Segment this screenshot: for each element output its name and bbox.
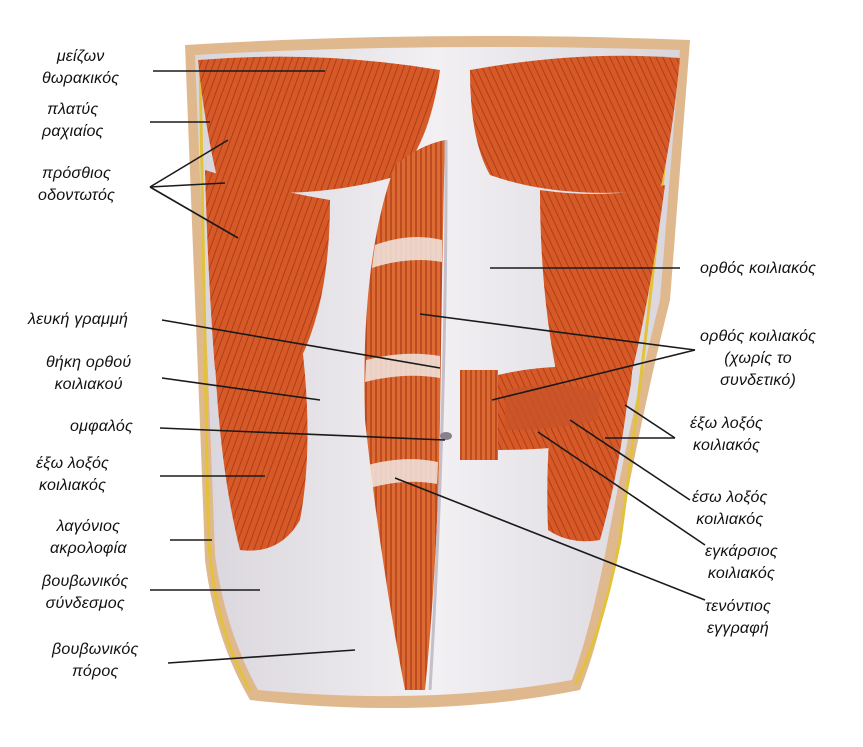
label-rectus-abdominis: ορθός κοιλιακός bbox=[700, 260, 817, 277]
label-pectoralis-major: μείζων θωρακικός bbox=[42, 48, 120, 87]
label-iliac-crest: λαγόνιος ακρολοφία bbox=[50, 518, 127, 557]
label-tendinous-intersection: τενόντιος εγγραφή bbox=[705, 598, 771, 637]
label-transversus-abdominis: εγκάρσιος κοιλιακός bbox=[705, 543, 778, 582]
pectoralis-left-shape bbox=[198, 56, 440, 193]
rectus-window bbox=[460, 370, 498, 460]
label-rectus-sheath: θήκη ορθού κοιλιακού bbox=[46, 354, 132, 393]
label-external-oblique-left: έξω λοξός κοιλιακός bbox=[36, 455, 110, 494]
label-internal-oblique: έσω λοξός κοιλιακός bbox=[692, 489, 768, 528]
label-external-oblique-right: έξω λοξός κοιλιακός bbox=[690, 415, 764, 454]
label-serratus-anterior: πρόσθιος οδοντωτός bbox=[38, 165, 116, 204]
fat-line-left bbox=[198, 59, 252, 691]
leader-lines bbox=[149, 70, 706, 664]
pectoralis-right-shape bbox=[470, 55, 680, 193]
label-linea-alba: λευκή γραμμή bbox=[28, 311, 129, 328]
rectus-exposed-shape bbox=[364, 140, 445, 690]
serratus-left-shape bbox=[205, 170, 330, 374]
label-latissimus-dorsi: πλατύς ραχιαίος bbox=[42, 101, 104, 140]
label-inguinal-canal: βουβωνικός πόρος bbox=[52, 641, 139, 680]
label-inguinal-ligament: βουβωνικός σύνδεσμος bbox=[42, 573, 129, 612]
label-umbilicus: ομφαλός bbox=[70, 418, 133, 435]
fat-line-right bbox=[573, 57, 677, 685]
external-oblique-left-shape bbox=[215, 330, 308, 551]
umbilicus-mark bbox=[440, 432, 452, 440]
label-rectus-no-sheath: ορθός κοιλιακός (χωρίς το συνδετικό) bbox=[700, 328, 817, 389]
linea-alba-line bbox=[428, 139, 448, 691]
